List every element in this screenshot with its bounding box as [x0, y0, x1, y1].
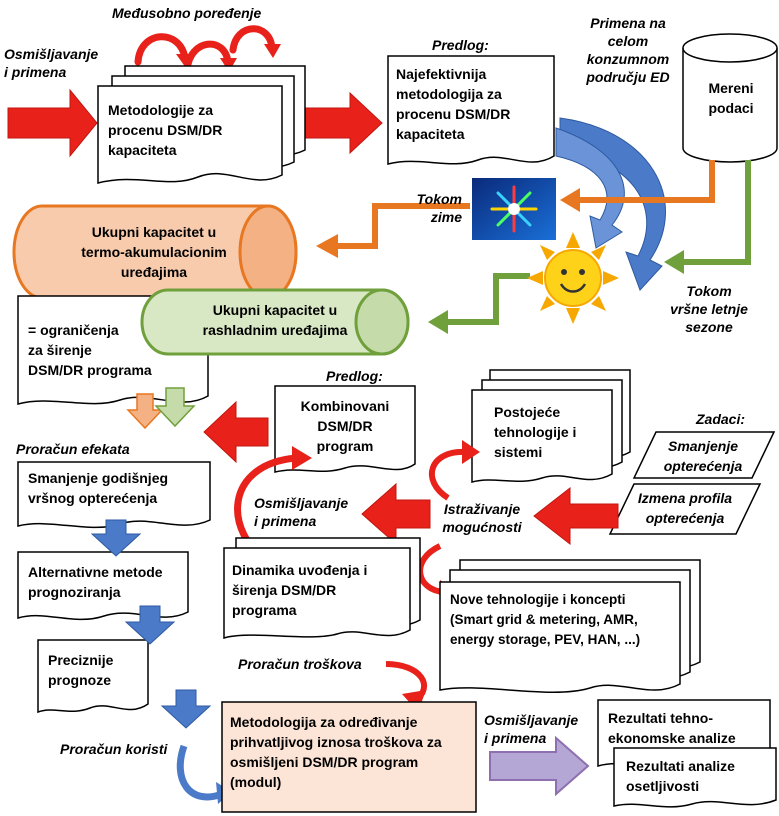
sun-icon: [527, 232, 619, 324]
label-tokom-zime: Tokom zime: [416, 191, 462, 225]
orange-arrowheads: [316, 188, 580, 258]
preciznije-shape: [37, 639, 149, 714]
green-arrows: [446, 160, 751, 325]
box-ogranicenja: = ograničenja za širenje DSM/DR programa: [28, 322, 152, 378]
metodologije-stack: [97, 65, 306, 184]
label-predlog-mid: Predlog:: [326, 368, 383, 384]
box-termo: Ukupni kapacitet u termo-akumulacionim u…: [81, 224, 227, 280]
postojece-stack: [471, 369, 631, 483]
arrow-zadaci-to-istrazivanje: [533, 486, 619, 546]
dinamika-stack: [223, 537, 421, 640]
smanjenje-opt-shape: [632, 431, 776, 479]
box-dinamika: Dinamika uvođenja i širenja DSM/DR progr…: [232, 562, 368, 618]
rashladni-cylinder: [140, 288, 410, 356]
box-najefektivnija: Najefektivnija metodologija za procenu D…: [396, 66, 511, 142]
label-primena: Primena na celom konzumnom području ED: [586, 15, 670, 85]
orange-arrows: [336, 160, 715, 249]
box-smanjenje-opt: Smanjenje opterećenja: [663, 438, 743, 474]
label-tokom-leta: Tokom vršne letnje sezone: [670, 283, 748, 335]
box-mereni: Mereni podaci: [708, 80, 754, 116]
arrow-into-metodologije: [7, 88, 98, 158]
box-metodologije: Metodologije za procenu DSM/DR kapacitet…: [108, 102, 223, 158]
arrowhead-kombinovani: [292, 446, 312, 470]
label-proracun-efekata: Proračun efekata: [16, 441, 130, 457]
label-osmisljavanje-mid: Osmišljavanje i primena: [254, 495, 349, 529]
label-proracun-koristi: Proračun koristi: [60, 741, 168, 757]
curved-arrow-koristi: [176, 744, 224, 801]
arrowhead-postojece: [462, 440, 480, 464]
label-osmisljavanje-top: Osmišljavanje i primena: [4, 46, 99, 80]
label-medjusobno: Međusobno poređenje: [112, 5, 262, 21]
label-osmisljavanje-bot: Osmišljavanje i primena: [484, 712, 579, 746]
blue-curved-arrows: [555, 117, 666, 291]
blue-down-arrows: [90, 519, 212, 729]
najefektivnija-shape: [387, 55, 555, 165]
arrow-metodologije-to-najefektivnija: [304, 91, 383, 155]
curved-arrow-to-postojece: [428, 448, 467, 501]
box-rezultati-osetljivosti: Rezultati analize osetljivosti: [626, 758, 735, 794]
down-arrows-ogranicenja: [126, 387, 196, 430]
curved-arrows-medjusobno: [134, 25, 276, 74]
nove-stack: [439, 559, 701, 693]
box-alternativne: Alternativne metode prognoziranja: [28, 564, 163, 600]
label-zadaci: Zadaci:: [696, 411, 746, 427]
box-rezultati-tehno: Rezultati tehno- ekonomske analize: [608, 710, 736, 746]
rezultati-osetljivosti-shape: [613, 747, 777, 808]
label-predlog-top: Predlog:: [432, 37, 489, 53]
box-postojece: Postojeće tehnologije i sistemi: [494, 404, 577, 460]
mereni-podaci-cylinder: [682, 33, 778, 163]
box-smanjenje-vrsnog: Smanjenje godišnjeg vršnog opterećenja: [28, 470, 169, 506]
label-istrazivanje: Istraživanje mogućnosti: [442, 501, 522, 535]
box-preciznije: Preciznije prognoze: [48, 652, 114, 688]
box-izmena: Izmena profila opterećenja: [637, 490, 733, 526]
arrow-istrazivanje-to-osmisljavanje: [361, 482, 431, 546]
metodologija-troskova-shape: [221, 701, 477, 813]
label-proracun-troskova: Proračun troškova: [238, 656, 362, 672]
alternativne-shape: [17, 551, 189, 621]
purple-arrow: [489, 735, 590, 797]
box-rashladni: Ukupni kapacitet u rashladnim uređajima: [202, 302, 348, 338]
box-metodologija-troskova: Metodologija za određivanje prihvatljivo…: [230, 714, 442, 790]
green-arrowheads: [428, 250, 684, 334]
arrow-kombinovani-to-efekti: [203, 400, 269, 464]
box-nove: Nove tehnologije i koncepti (Smart grid …: [450, 592, 641, 647]
snowflake-icon: [472, 178, 556, 240]
curved-arrowheads: [176, 44, 281, 72]
box-kombinovani: Kombinovani DSM/DR program: [300, 398, 390, 454]
kombinovani-shape: [274, 385, 416, 473]
